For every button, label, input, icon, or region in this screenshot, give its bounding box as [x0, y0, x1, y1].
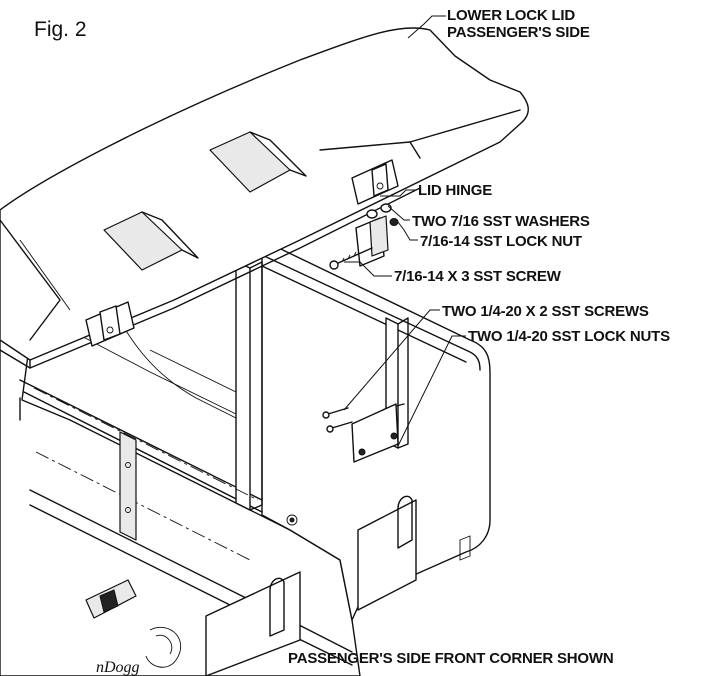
callout-small-lock-nuts: TWO 1/4-20 SST LOCK NUTS [468, 328, 670, 345]
callout-small-screws: TWO 1/4-20 X 2 SST SCREWS [442, 303, 649, 320]
callout-screw: 7/16-14 X 3 SST SCREW [394, 268, 562, 285]
callout-washers: TWO 7/16 SST WASHERS [412, 213, 590, 230]
washer [366, 209, 378, 219]
callout-line: PASSENGER'S SIDE [447, 24, 590, 41]
callout-line: LOWER LOCK LID [447, 7, 575, 24]
lock-nut [389, 218, 399, 226]
decal-fragment: nDogg [96, 659, 140, 676]
figure-caption: PASSENGER'S SIDE FRONT CORNER SHOWN [288, 650, 613, 667]
callout-lid-hinge: LID HINGE [418, 182, 492, 199]
callout-leaders [343, 15, 466, 447]
figure-title: Fig. 2 [34, 18, 87, 41]
washer [380, 203, 392, 213]
callout-lower-lock-lid: LOWER LOCK LID PASSENGER'S SIDE [447, 7, 590, 41]
callout-lock-nut: 7/16-14 SST LOCK NUT [420, 233, 582, 250]
lower-lock-lid-drawing [0, 27, 529, 369]
